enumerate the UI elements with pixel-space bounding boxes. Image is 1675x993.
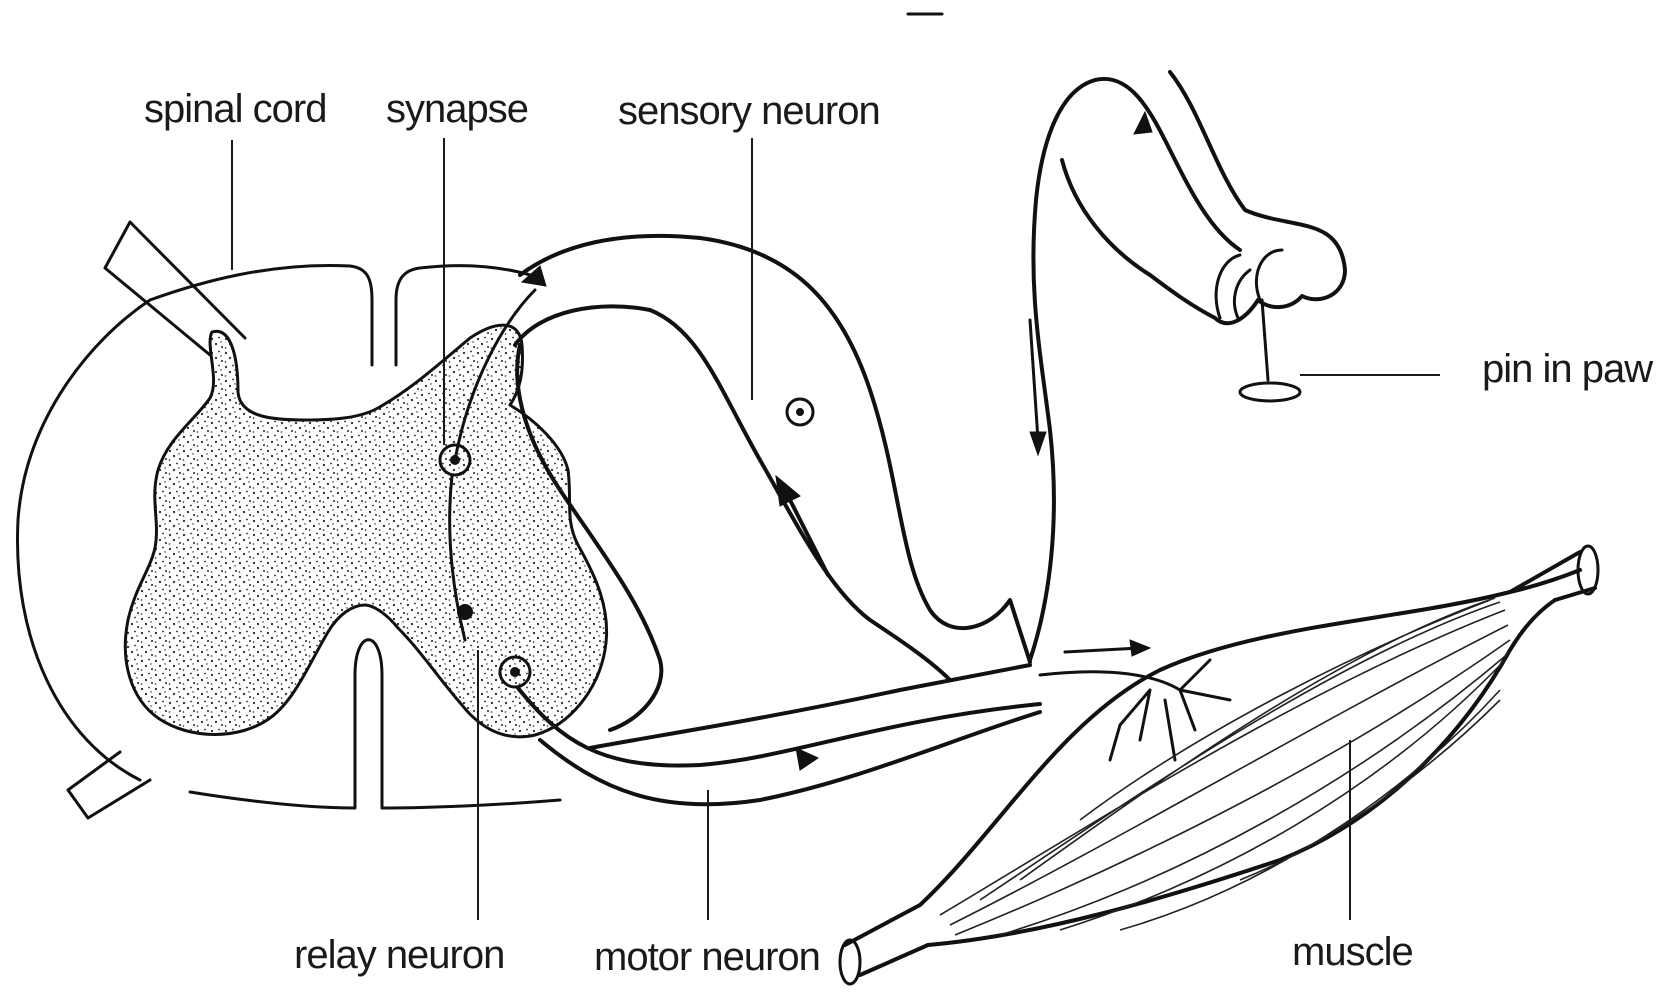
label-pin-in-paw: pin in paw xyxy=(1482,347,1653,391)
grey-matter xyxy=(125,325,606,737)
paw xyxy=(1030,72,1345,660)
label-sensory-neuron: sensory neuron xyxy=(618,89,880,133)
paw-outline xyxy=(1062,72,1345,323)
label-synapse: synapse xyxy=(386,87,528,131)
pin-shaft xyxy=(1262,300,1268,380)
tendon-right xyxy=(1510,552,1595,600)
label-muscle: muscle xyxy=(1292,930,1413,974)
motor-arrow-head xyxy=(796,748,818,770)
tendon-left-end xyxy=(840,940,860,984)
relay-dot xyxy=(457,604,473,620)
label-relay-neuron: relay neuron xyxy=(294,933,504,977)
sensory-arrow-shaft xyxy=(790,500,828,575)
limb-arrow-head-down xyxy=(1030,432,1046,455)
limb-nerve xyxy=(1030,79,1240,660)
pin-head xyxy=(1240,383,1300,401)
muscle-body xyxy=(840,546,1598,984)
label-spinal-cord: spinal cord xyxy=(144,87,326,131)
tendon-left xyxy=(845,905,928,975)
label-motor-neuron: motor neuron xyxy=(594,935,820,979)
motor-tube-mid xyxy=(590,665,1030,748)
sensory-arrow-head xyxy=(776,476,800,506)
muscle-arrow-shaft xyxy=(1065,648,1140,652)
motor-tube-upper xyxy=(518,688,1040,766)
nerve-endings xyxy=(1040,660,1230,760)
muscle-arrow-head xyxy=(1130,640,1150,656)
